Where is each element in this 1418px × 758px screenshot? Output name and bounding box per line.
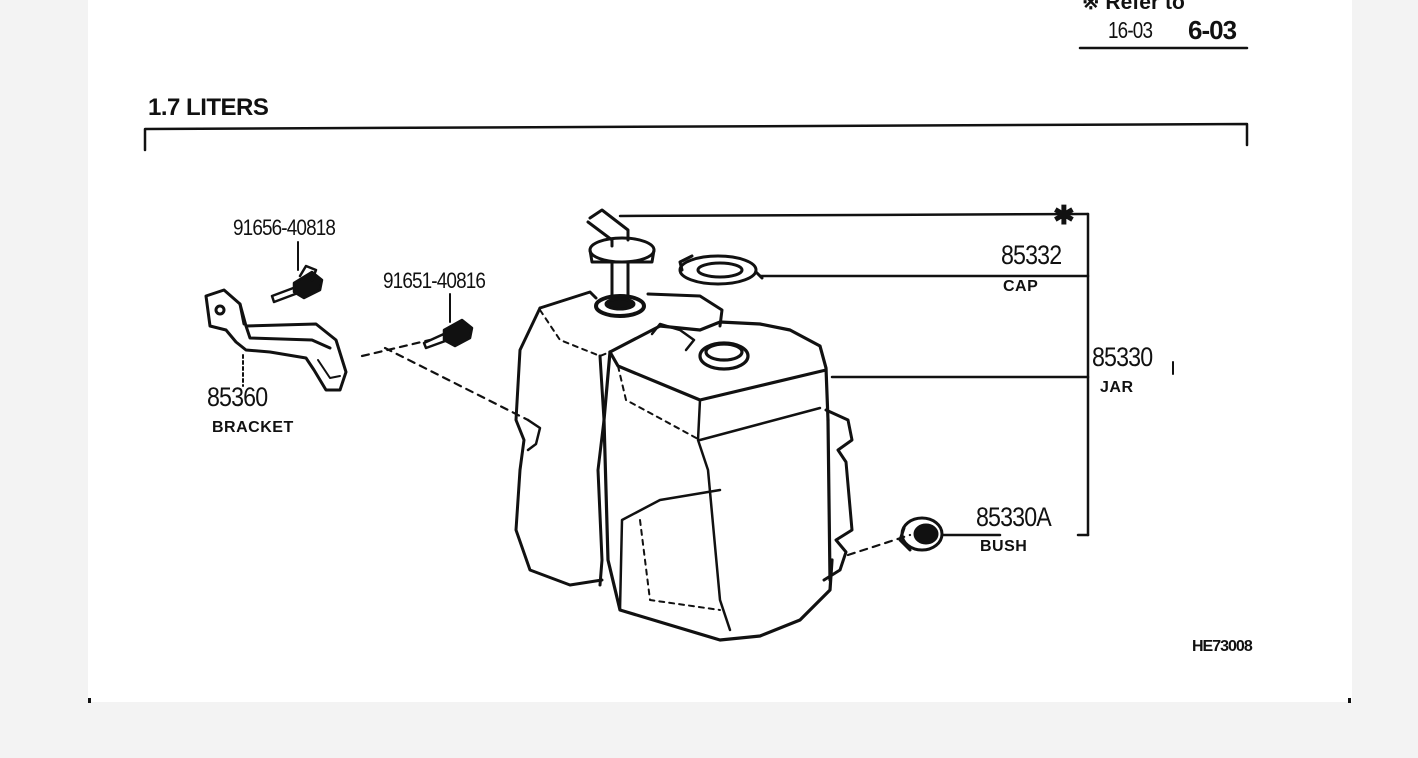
cap-number: 85332 (1001, 240, 1062, 270)
asterisk-marker: ✱ (1053, 200, 1075, 230)
section-bracket (143, 122, 1249, 152)
cap-drawing (678, 254, 764, 286)
refer-small-number: 16-03 (1108, 17, 1153, 43)
refer-big-number: 6-03 (1188, 15, 1237, 45)
figure-code: HE73008 (1192, 638, 1253, 655)
section-title: 1.7 LITERS (148, 94, 269, 121)
jar-back-drawing (514, 290, 724, 587)
bush-number: 85330A (976, 502, 1052, 532)
hose-leader (618, 212, 1090, 218)
jar-number: 85330 (1092, 342, 1153, 372)
diagram-sheet (88, 0, 1352, 702)
bolt-91651-number: 91651-40816 (383, 268, 486, 293)
bush-label: BUSH (980, 538, 1028, 555)
refer-to-note: ※ Refer to (1082, 0, 1185, 14)
cap-label: CAP (1003, 278, 1039, 295)
bolt-91656-icon (270, 264, 324, 304)
bracket-drawing (204, 288, 348, 392)
jar-front-drawing (602, 320, 854, 642)
bolt-91651-icon (422, 318, 474, 350)
jar-label: JAR (1100, 379, 1134, 396)
bush-drawing (898, 516, 944, 552)
hose-drawing (586, 208, 656, 318)
bolt-91656-number: 91656-40818 (233, 215, 336, 240)
bracket-number: 85360 (207, 382, 268, 412)
bracket-label: BRACKET (212, 419, 294, 436)
